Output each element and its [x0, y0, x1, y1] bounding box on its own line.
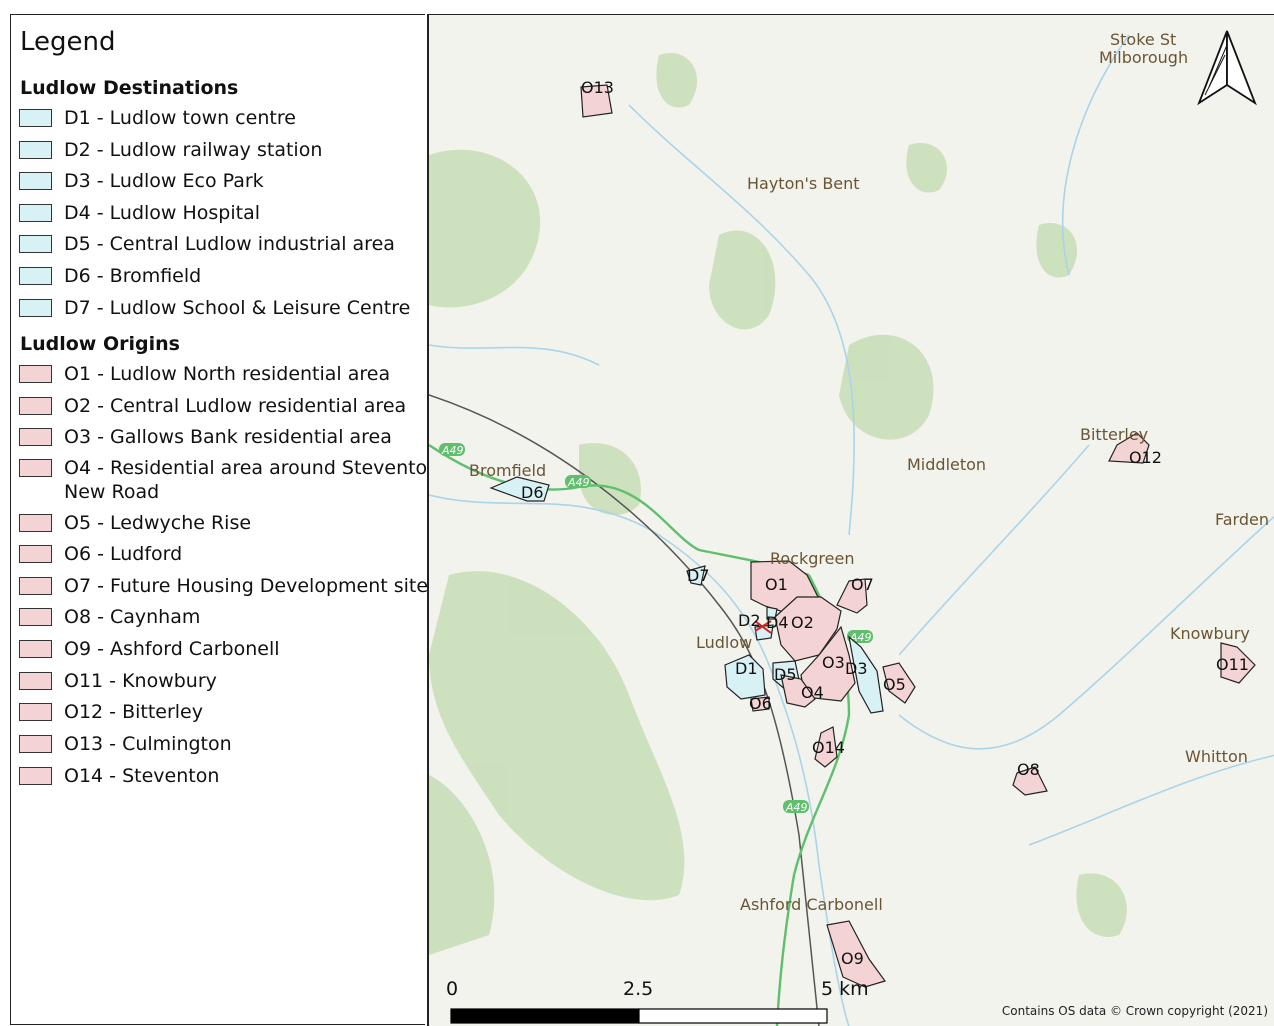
zone-o9 — [826, 920, 886, 988]
place-label: Rockgreen — [770, 549, 854, 568]
place-label: Stoke St — [1110, 30, 1176, 49]
zone-label: O9 — [841, 949, 864, 968]
place-label: Whitton — [1185, 747, 1248, 766]
zone-d7 — [686, 565, 706, 586]
zone-label: D1 — [735, 659, 758, 678]
place-label: Middleton — [907, 455, 986, 474]
zone-label: O6 — [749, 694, 772, 713]
legend-panel: Legend Ludlow Destinations D1 - Ludlow t… — [10, 14, 439, 1025]
railway-line — [429, 394, 820, 1026]
zone-label: O2 — [791, 613, 814, 632]
map-canvas: A49 A49 A49 A49 S — [429, 15, 1274, 1026]
destinations-heading: Ludlow Destinations — [20, 77, 239, 99]
place-label: Milborough — [1099, 48, 1188, 67]
zone-label: D5 — [774, 665, 797, 684]
woodland-areas — [429, 53, 1127, 955]
zone-label: O4 — [801, 683, 824, 702]
copyright-notice: Contains OS data © Crown copyright (2021… — [1001, 1004, 1268, 1018]
zone-d6 — [489, 476, 550, 502]
origins-heading: Ludlow Origins — [20, 333, 180, 355]
place-label: Farden — [1215, 510, 1269, 529]
zone-o7 — [836, 578, 868, 614]
zone-label: O11 — [1216, 655, 1249, 674]
zone-label: O1 — [765, 575, 788, 594]
legend-title: Legend — [20, 27, 116, 57]
zone-label: O8 — [1017, 760, 1040, 779]
place-label: Bitterley — [1080, 425, 1148, 444]
zone-label: O7 — [851, 575, 874, 594]
zone-o3 — [800, 625, 856, 702]
place-label: Ashford Carbonell — [740, 895, 883, 914]
scale-tick-label: 2.5 — [623, 978, 653, 1000]
zone-o12 — [1108, 432, 1150, 464]
scale-tick-label: 0 — [446, 978, 458, 1000]
zone-d1 — [724, 654, 766, 700]
zone-label: D7 — [687, 566, 710, 585]
place-label: Knowbury — [1170, 624, 1250, 643]
zone-label: O12 — [1129, 448, 1162, 467]
zone-label: O3 — [822, 653, 845, 672]
zone-polygons — [489, 84, 1256, 988]
rivers — [429, 34, 1274, 1026]
map-view[interactable]: A49 A49 A49 A49 S — [427, 14, 1274, 1026]
zone-o13 — [580, 84, 613, 118]
scale-tick-label: 5 km — [821, 978, 869, 1000]
scale-bar — [450, 1008, 828, 1024]
north-arrow-icon — [1197, 30, 1257, 106]
zone-o6 — [750, 696, 770, 712]
road-label: A49 — [849, 631, 872, 644]
road-badges — [439, 443, 873, 813]
zone-d3 — [848, 635, 884, 714]
zone-label: O13 — [581, 78, 614, 97]
zone-label: D4 — [766, 613, 789, 632]
zone-label: O5 — [883, 675, 906, 694]
road-label: A49 — [567, 476, 590, 489]
zone-label: D6 — [521, 483, 544, 502]
place-label: Ludlow — [696, 633, 752, 652]
station-marker — [754, 620, 772, 634]
zone-o2 — [774, 596, 842, 662]
zone-o11 — [1220, 642, 1256, 684]
place-label: Hayton's Bent — [747, 174, 860, 193]
zone-label: D2 — [738, 611, 761, 630]
zone-o14 — [814, 726, 838, 768]
zone-label: D3 — [845, 659, 868, 678]
zone-o4 — [780, 674, 816, 708]
road-label: A49 — [785, 801, 808, 814]
zone-o8 — [1012, 766, 1048, 796]
road-label: A49 — [441, 444, 464, 457]
zone-label: O14 — [812, 738, 845, 757]
zone-o5 — [882, 662, 916, 704]
place-label: Bromfield — [469, 461, 546, 480]
